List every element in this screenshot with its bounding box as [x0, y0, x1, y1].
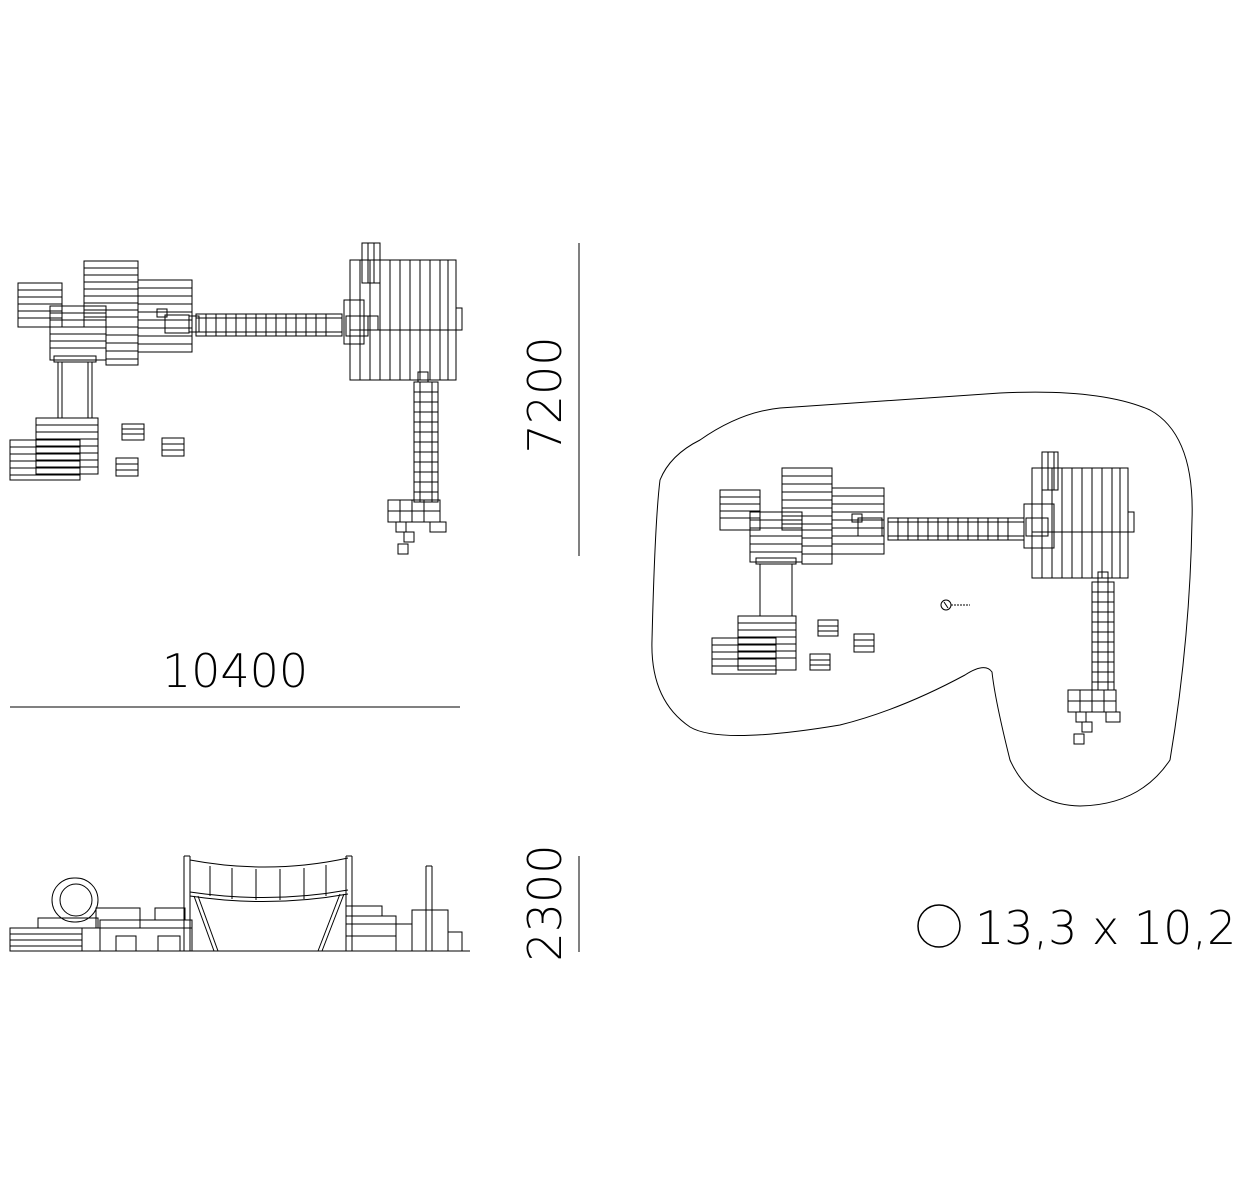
slide-plan: [9, 355, 99, 481]
technical-drawing: [9, 242, 1193, 952]
safety-zone-outline: [651, 391, 1193, 807]
north-arrow-icon: [940, 599, 970, 611]
rope-bridge-plan: [195, 313, 343, 337]
plan-view: [9, 242, 463, 555]
climbing-path-plan: [387, 371, 447, 555]
height-dimension-label: 2300: [518, 844, 572, 962]
stepping-blocks-plan: [115, 423, 185, 477]
safety-area-view: [651, 391, 1193, 807]
circle-icon: [917, 904, 961, 948]
width-dimension-label: 10400: [161, 644, 309, 698]
depth-dimension-label: 7200: [518, 336, 572, 454]
elevation-view: [9, 855, 470, 952]
left-tower-plan: [17, 260, 200, 366]
safety-area-label: 13,3 x 10,2: [975, 901, 1236, 955]
right-tower-plan: [343, 242, 463, 381]
